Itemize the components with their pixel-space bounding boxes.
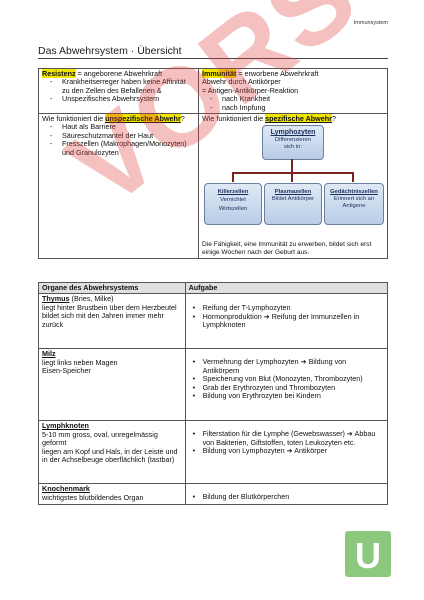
resistenz-def: = angeborene Abwehrkraft	[75, 69, 163, 78]
question-highlight: unspezifische Abwehr	[105, 114, 181, 124]
organe-table: Organe des Abwehrsystems Aufgabe Thymus …	[38, 281, 389, 505]
question-highlight: spezifische Abwehr	[265, 114, 332, 124]
question-mark: ?	[180, 114, 185, 124]
resistenz-immunitaet-table: Resistenz = angeborene Abwehrkraft Krank…	[38, 67, 388, 260]
resistenz-list: Krankheitserreger haben keine Affinität …	[42, 78, 195, 104]
immunitaet-line: = Antigen-Antikörper-Reaktion	[202, 85, 299, 95]
lymphozyten-sub: Differenzieren sich in:	[275, 137, 311, 151]
document-title: Das Abwehrsystem · Übersicht	[38, 45, 182, 57]
question-text: Wie funktioniert die	[42, 114, 106, 124]
box-title: Killerzellen	[217, 189, 249, 196]
list-item: Hormonproduktion ➔ Reifung der Immunzell…	[189, 312, 384, 330]
spez-question: Wie funktioniert die spezifische Abwehr?	[202, 114, 384, 124]
immunitaet-def: = erworbene Abwehrkraft	[236, 69, 319, 78]
unspez-list: Haut als Barriere Säureschutzmantel der …	[42, 123, 195, 157]
box-text: Vernichtet Wirtszellen	[218, 197, 248, 213]
list-item: Filterstation für die Lymphe (Gewebswass…	[189, 430, 384, 447]
list-item: nach Krankheit	[202, 94, 384, 104]
organ-cell: Knochenmark wichtigstes blutbildendes Or…	[38, 483, 186, 505]
list-item: Grab der Erythrozyten und Thrombozyten	[189, 383, 384, 393]
table-row: Thymus (Bries, Milke) liegt hinter Brust…	[38, 293, 389, 350]
list-item: Unspezifisches Abwehrsystem	[42, 94, 195, 104]
organ-cell: Milz liegt links neben Magen Eisen-Speic…	[38, 348, 186, 422]
lymphocyte-diagram: Lymphozyten Differenzieren sich in: Kill…	[202, 123, 384, 241]
connector-line	[232, 172, 234, 183]
unspez-cell: Wie funktioniert die unspezifische Abweh…	[38, 113, 199, 260]
connector-line	[291, 172, 293, 183]
resistenz-term: Resistenz	[42, 69, 76, 78]
organ-name: Milz	[42, 349, 56, 359]
list-item: Säureschutzmantel der Haut	[42, 131, 195, 141]
task-cell: Bildung der Blutkörperchen	[184, 483, 389, 505]
list-item: Vermehrung der Lymphozyten ➔ Bildung von…	[189, 358, 384, 375]
organ-desc: 5-10 mm gross, oval, unregelmässig gefor…	[42, 429, 158, 448]
question-text: Wie funktioniert die	[202, 114, 266, 124]
column-header: Aufgabe	[184, 281, 389, 295]
list-item: Bildung von Erythrozyten bei Kindern	[189, 391, 384, 401]
immunitaet-cell: Immunität = erworbene Abwehrkraft Abwehr…	[198, 67, 388, 115]
lymphozyten-title: Lymphozyten	[270, 129, 316, 137]
organ-desc: liegt links neben Magen	[42, 357, 118, 367]
organ-suffix: (Bries, Milke)	[69, 294, 114, 304]
box-title: Gedächtniszellen	[330, 189, 378, 196]
organ-name: Thymus	[42, 294, 70, 304]
connector-line	[232, 172, 353, 174]
box-text: Bildet Antikörper	[271, 196, 315, 203]
organ-name: Lymphknoten	[42, 421, 89, 431]
task-cell: Filterstation für die Lymphe (Gewebswass…	[184, 420, 389, 485]
table-row: Knochenmark wichtigstes blutbildendes Or…	[38, 483, 389, 505]
box-title: Plasmazellen	[274, 189, 312, 196]
task-cell: Reifung der T-Lymphozyten Hormonprodukti…	[184, 293, 389, 350]
logo-letter: U	[355, 535, 381, 576]
organ-desc: liegen am Kopf und Hals, in der Leiste u…	[42, 446, 178, 465]
organ-desc: liegt hinter Brustbein über dem Herzbeut…	[42, 302, 177, 312]
column-header: Organe des Abwehrsystems	[38, 281, 186, 295]
organ-cell: Thymus (Bries, Milke) liegt hinter Brust…	[38, 293, 186, 350]
list-item: nach Impfung	[202, 103, 384, 113]
list-item: Speicherung von Blut (Monozyten, Thrombo…	[189, 374, 384, 384]
immunity-note: Die Fähigkeit, eine Immunität zu erwerbe…	[202, 241, 372, 257]
topic-label: Immunsystem	[353, 20, 388, 26]
resistenz-cell: Resistenz = angeborene Abwehrkraft Krank…	[38, 67, 199, 115]
organ-desc: Eisen-Speicher	[42, 366, 91, 376]
organ-desc: bildet sich mit den Jahren immer mehr zu…	[42, 311, 164, 329]
immunitaet-list: nach Krankheit nach Impfung	[202, 94, 384, 113]
spez-cell: Wie funktioniert die spezifische Abwehr?…	[198, 113, 388, 260]
brand-logo-icon: U	[345, 531, 391, 577]
table-row: Milz liegt links neben Magen Eisen-Speic…	[38, 348, 389, 422]
gedaechtniszellen-box: Gedächtniszellen Erinnert sich an Antige…	[324, 183, 384, 226]
organ-cell: Lymphknoten 5-10 mm gross, oval, unregel…	[38, 420, 186, 485]
organ-desc: wichtigstes blutbildendes Organ	[42, 492, 144, 502]
connector-line	[291, 159, 293, 174]
task-cell: Vermehrung der Lymphozyten ➔ Bildung von…	[184, 348, 389, 422]
title-divider	[38, 58, 388, 59]
plasmazellen-box: Plasmazellen Bildet Antikörper	[264, 183, 322, 226]
list-item: Fresszellen (Makrophagen/Monozyten) und …	[42, 140, 195, 157]
box-text: Erinnert sich an Antigene	[333, 196, 375, 210]
unspez-question: Wie funktioniert die unspezifische Abweh…	[42, 114, 195, 124]
table-row: Lymphknoten 5-10 mm gross, oval, unregel…	[38, 420, 389, 485]
list-item: Bildung von Lymphozyten ➔ Antikörper	[189, 446, 384, 456]
question-mark: ?	[331, 114, 336, 124]
lymphozyten-box: Lymphozyten Differenzieren sich in:	[262, 125, 324, 161]
list-item: Bildung der Blutkörperchen	[189, 492, 384, 502]
connector-line	[352, 172, 354, 183]
list-item: Reifung der T-Lymphozyten	[189, 303, 384, 313]
killerzellen-box: Killerzellen Vernichtet Wirtszellen	[204, 183, 262, 226]
list-item: Krankheitserreger haben keine Affinität …	[42, 78, 195, 95]
organ-name: Knochenmark	[42, 484, 90, 494]
immunitaet-term: Immunität	[202, 69, 237, 78]
list-item: Haut als Barriere	[42, 123, 195, 133]
immunitaet-line: Abwehr durch Antikörper	[202, 77, 281, 87]
